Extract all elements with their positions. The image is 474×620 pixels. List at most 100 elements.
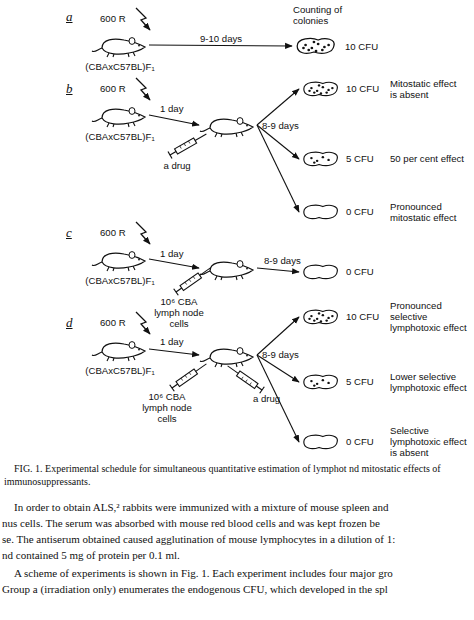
spleen-outline	[300, 373, 340, 391]
spleen-outline	[300, 150, 340, 168]
mouse-outline	[200, 113, 256, 137]
colony-dot	[327, 159, 329, 161]
colony-dot	[318, 84, 320, 86]
spleen-figure: 5 CFULower selective lymphotoxic effect	[300, 373, 340, 391]
edge-label: 1 day	[160, 336, 183, 347]
spleen-outline	[300, 433, 340, 451]
mouse-body	[102, 39, 145, 54]
mouse-ear	[237, 118, 243, 125]
node-label: 600 R	[100, 13, 150, 24]
spleen-body	[304, 265, 338, 278]
node-label: Mitostatic effect is absent	[390, 78, 462, 100]
node-label: (CBAxC57BL)F₁	[70, 61, 170, 72]
colony-dot	[307, 49, 310, 52]
body-text: A scheme of experiments is shown in Fig.…	[14, 566, 393, 580]
colony-dot	[304, 44, 307, 47]
mouse-body	[210, 119, 253, 134]
node-label: 600 R	[100, 317, 150, 328]
colony-dot	[317, 43, 320, 46]
colony-dot	[308, 90, 310, 92]
colony-dot	[313, 384, 315, 386]
colony-dot	[327, 89, 329, 91]
radiation-bolt	[136, 222, 150, 244]
colony-dot	[313, 161, 315, 163]
colony-dot	[325, 319, 327, 321]
spleen-body	[304, 82, 338, 95]
spleen-outline	[300, 308, 340, 326]
colony-dot	[310, 380, 312, 382]
colony-dot	[320, 92, 322, 94]
spleen-body	[304, 375, 338, 388]
mouse-figure: 600 R(CBAxC57BL)F₁	[92, 337, 148, 361]
mouse-eye	[138, 349, 140, 351]
colony-dot	[325, 91, 327, 93]
spleen-outline	[293, 36, 337, 56]
syringe-symbol	[170, 361, 209, 392]
spleen-figure: 10 CFUPronounced selective lymphotoxic e…	[300, 308, 340, 326]
mouse-body	[102, 109, 145, 124]
mouse-ear	[129, 38, 135, 45]
colony-dot	[327, 317, 329, 319]
edge-label: 1 day	[160, 103, 183, 114]
node-label: (CBAxC57BL)F₁	[70, 365, 170, 376]
node-label: 10⁶ CBA lymph node cells	[138, 391, 196, 424]
mouse-eye	[138, 259, 140, 261]
colony-dot	[315, 50, 318, 53]
mouse-body	[210, 262, 253, 277]
spleen-figure: 0 CFU	[300, 263, 340, 281]
spleen-body	[304, 435, 338, 448]
edge-label: 8-9 days	[264, 255, 301, 266]
node-label: Selective lymphotoxic effect is absent	[390, 425, 470, 458]
node-label: 0 CFU	[346, 266, 390, 277]
mouse-tail	[92, 262, 102, 266]
spleen-body	[304, 205, 338, 218]
spleen-figure: 0 CFUPronounced mitostatic effect	[300, 203, 340, 221]
colony-dot	[327, 382, 329, 384]
mouse-eye	[246, 355, 248, 357]
panel-letter: b	[66, 82, 73, 96]
mouse-body	[210, 349, 253, 364]
colony-dot	[322, 86, 324, 88]
node-label: 10 CFU	[345, 41, 395, 52]
spleen-body	[304, 152, 338, 165]
colony-dot	[318, 312, 320, 314]
mouse-tail	[92, 118, 102, 122]
colony-dot	[322, 379, 324, 381]
colony-dot	[320, 320, 322, 322]
radiation-bolt	[136, 312, 150, 334]
body-text: nd contained 5 mg of protein per 0.1 ml.	[2, 548, 180, 562]
mouse-figure: a drug	[200, 113, 256, 137]
mouse-eye	[246, 268, 248, 270]
colony-dot	[310, 87, 312, 89]
mouse-outline	[92, 247, 148, 271]
node-label: 5 CFU	[346, 153, 390, 164]
edge-label: 9-10 days	[200, 33, 242, 44]
body-text: Group a (irradiation only) enumerates th…	[2, 582, 388, 596]
node-label: Counting of colonies	[293, 4, 343, 26]
radiation-bolt	[136, 78, 150, 100]
colony-dot	[322, 314, 324, 316]
mouse-tail	[200, 128, 210, 132]
node-label: Pronounced selective lymphotoxic effect	[390, 300, 470, 333]
node-label: 10 CFU	[346, 83, 390, 94]
syringe-symbol	[168, 131, 208, 159]
mouse-eye	[246, 125, 248, 127]
node-label: 10⁶ CBA lymph node cells	[148, 296, 210, 329]
mouse-tail	[200, 271, 210, 275]
figure-caption: FIG. 1. Experimental schedule for simult…	[4, 462, 470, 488]
spleen-body	[304, 310, 338, 323]
mouse-figure: 600 R(CBAxC57BL)F₁	[92, 103, 148, 127]
panel-letter: d	[66, 316, 73, 330]
mouse-ear	[237, 348, 243, 355]
spleen-figure: 0 CFUSelective lymphotoxic effect is abs…	[300, 433, 340, 451]
node-label: (CBAxC57BL)F₁	[70, 131, 170, 142]
mouse-outline	[92, 33, 148, 57]
mouse-figure: 600 R(CBAxC57BL)F₁	[92, 247, 148, 271]
arrow-connector	[149, 115, 199, 125]
colony-dot	[316, 318, 318, 320]
node-label: 5 CFU	[346, 376, 390, 387]
mouse-ear	[129, 108, 135, 115]
colony-dot	[310, 47, 313, 50]
node-label: 50 per cent effect	[390, 153, 472, 164]
spleen-body	[297, 38, 334, 53]
